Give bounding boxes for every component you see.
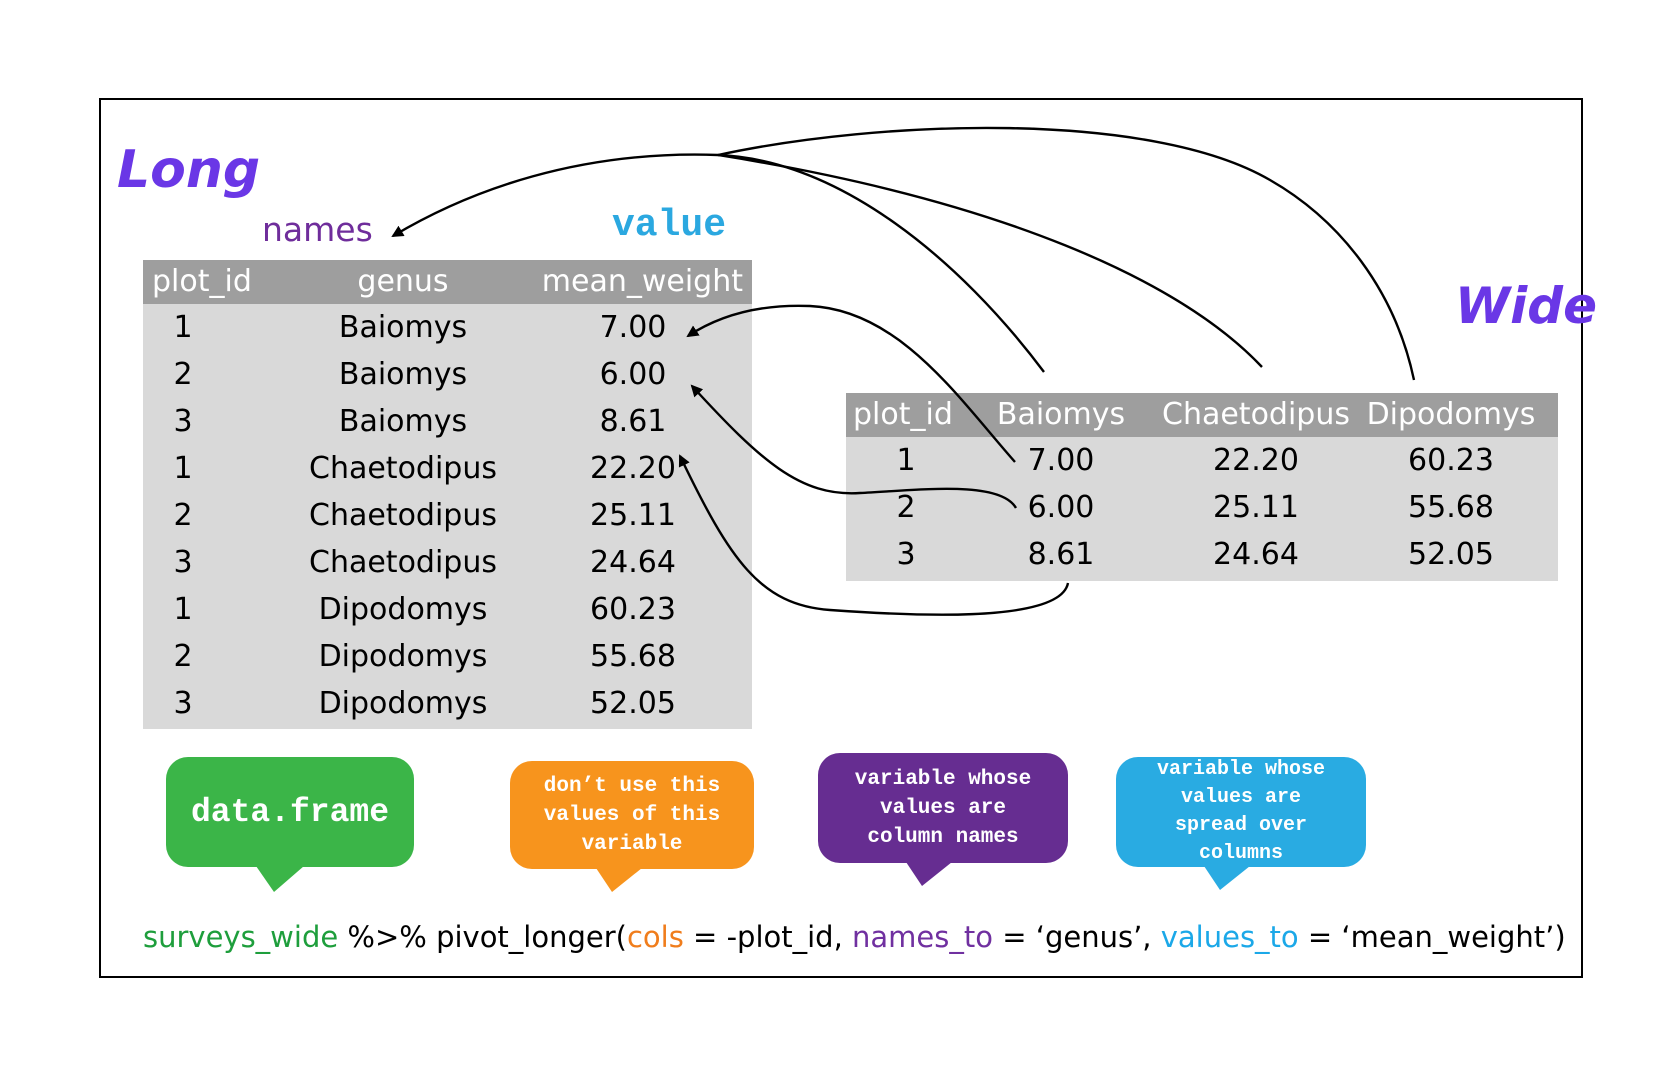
names-bubble-text: variable whose values are column names	[854, 767, 1032, 849]
wide-cell-dipodomys: 52.05	[1408, 537, 1494, 572]
curve-dipodomys	[717, 126, 1416, 381]
long-cell-plot-id: 1	[173, 592, 193, 627]
names-bubble: variable whose values are column names	[818, 753, 1068, 863]
long-cell-genus: Chaetodipus	[309, 451, 497, 486]
long-cell-plot-id: 3	[173, 686, 193, 721]
dataframe-bubble-tail	[256, 866, 304, 892]
arrow-value-6	[690, 384, 1018, 509]
wide-header-dipodomys: Dipodomys	[1366, 397, 1536, 432]
long-table: plot_id genus mean_weight 1 Baiomys 7.00…	[143, 260, 752, 729]
code-values-arg: values_to	[1160, 920, 1299, 954]
long-cell-genus: Baiomys	[338, 357, 468, 392]
pivot-longer-code: surveys_wide %>% pivot_longer(cols = -pl…	[143, 920, 1566, 954]
code-pipe: %>% pivot_longer(	[338, 920, 627, 954]
long-cell-plot-id: 2	[173, 357, 193, 392]
dataframe-bubble: data.frame	[166, 757, 414, 867]
values-bubble-tail	[1204, 866, 1250, 890]
wide-cell-dipodomys: 55.68	[1408, 490, 1494, 525]
long-cell-mean-weight: 8.61	[599, 404, 667, 439]
wide-table-header	[846, 393, 1558, 437]
wide-cell-baiomys: 6.00	[1027, 490, 1095, 525]
wide-table: plot_id Baiomys Chaetodipus Dipodomys 1 …	[846, 393, 1558, 581]
cols-bubble: don’t use this values of this variable	[510, 761, 754, 869]
names-label: names	[262, 210, 373, 249]
long-header-mean-weight: mean_weight	[541, 264, 743, 299]
wide-cell-baiomys: 7.00	[1027, 443, 1095, 478]
long-cell-mean-weight: 60.23	[590, 592, 676, 627]
long-cell-mean-weight: 25.11	[590, 498, 676, 533]
long-cell-genus: Baiomys	[338, 404, 468, 439]
wide-header-plot-id: plot_id	[853, 397, 953, 432]
values-bubble-text: variable whose values are spread over co…	[1156, 758, 1326, 865]
wide-header-baiomys: Baiomys	[996, 397, 1126, 432]
long-cell-mean-weight: 55.68	[590, 639, 676, 674]
values-bubble: variable whose values are spread over co…	[1116, 757, 1366, 867]
wide-cell-plot-id: 3	[896, 537, 916, 572]
wide-cell-chaetodipus: 22.20	[1213, 443, 1299, 478]
cols-bubble-tail	[596, 868, 642, 892]
diagram-frame	[99, 98, 1583, 978]
wide-header-chaetodipus: Chaetodipus	[1162, 397, 1350, 432]
long-cell-plot-id: 3	[173, 545, 193, 580]
long-cell-genus: Dipodomys	[318, 686, 488, 721]
arrow-names	[391, 153, 1045, 373]
arrow-value-861	[678, 454, 1070, 616]
code-cols-val: = -plot_id,	[683, 920, 853, 954]
long-title: Long	[117, 140, 261, 200]
code-names-arg: names_to	[852, 920, 993, 954]
value-label: value	[612, 204, 727, 247]
long-cell-plot-id: 2	[173, 639, 193, 674]
long-cell-mean-weight: 24.64	[590, 545, 676, 580]
code-names-val: = ‘genus’,	[993, 920, 1161, 954]
long-cell-genus: Dipodomys	[318, 639, 488, 674]
long-cell-genus: Chaetodipus	[309, 498, 497, 533]
cols-bubble-text: don’t use this values of this variable	[543, 774, 721, 856]
dataframe-bubble-text: data.frame	[190, 793, 390, 831]
long-cell-mean-weight: 22.20	[590, 451, 676, 486]
arrow-value-7	[686, 304, 1016, 463]
wide-cell-chaetodipus: 25.11	[1213, 490, 1299, 525]
code-cols-arg: cols	[626, 920, 684, 954]
long-header-genus: genus	[357, 264, 449, 299]
wide-title: Wide	[1455, 277, 1597, 335]
long-cell-mean-weight: 52.05	[590, 686, 676, 721]
names-bubble-tail	[906, 862, 952, 886]
long-cell-plot-id: 1	[173, 310, 193, 345]
long-table-header	[143, 260, 752, 304]
wide-cell-baiomys: 8.61	[1027, 537, 1095, 572]
code-values-val: = ‘mean_weight’)	[1298, 920, 1566, 954]
long-cell-mean-weight: 7.00	[599, 310, 667, 345]
long-cell-genus: Dipodomys	[318, 592, 488, 627]
wide-cell-chaetodipus: 24.64	[1213, 537, 1299, 572]
wide-cell-dipodomys: 60.23	[1408, 443, 1494, 478]
long-cell-genus: Baiomys	[338, 310, 468, 345]
curve-chaetodipus	[717, 153, 1263, 368]
wide-cell-plot-id: 1	[896, 443, 916, 478]
long-cell-genus: Chaetodipus	[309, 545, 497, 580]
long-cell-plot-id: 1	[173, 451, 193, 486]
long-cell-plot-id: 2	[173, 498, 193, 533]
wide-cell-plot-id: 2	[896, 490, 916, 525]
long-cell-plot-id: 3	[173, 404, 193, 439]
long-cell-mean-weight: 6.00	[599, 357, 667, 392]
code-data: surveys_wide	[143, 920, 339, 954]
long-header-plot-id: plot_id	[152, 264, 252, 299]
